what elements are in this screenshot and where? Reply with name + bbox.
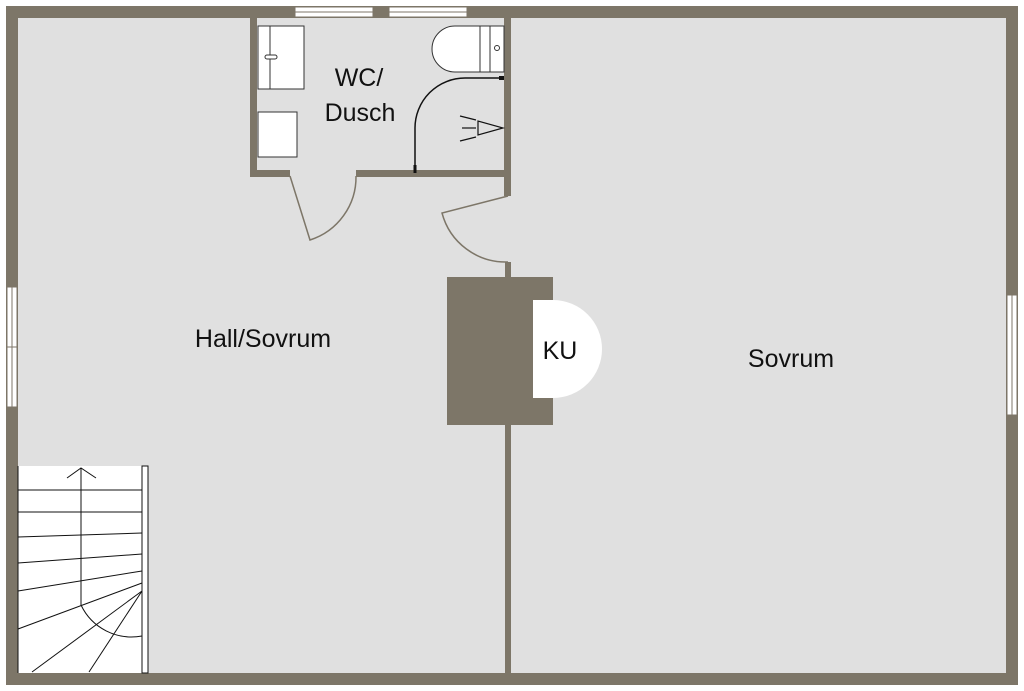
room-label-hall: Hall/Sovrum — [195, 325, 331, 353]
room-label-wc-line1: WC/ — [335, 64, 384, 92]
wc-fixtures — [257, 25, 505, 158]
washer — [257, 111, 298, 158]
shower-screen — [413, 76, 504, 173]
doors — [289, 175, 509, 263]
bedroom-door — [441, 195, 509, 263]
toilet — [431, 25, 505, 73]
room-label-ku: KU — [543, 337, 578, 365]
stair-direction-arrow — [80, 468, 143, 638]
room-label-bedroom: Sovrum — [748, 345, 834, 373]
wc-door — [289, 175, 357, 241]
windows — [6, 6, 1018, 416]
ku-hatch — [533, 300, 602, 398]
shower-head-icon — [459, 115, 506, 142]
staircase — [17, 465, 149, 674]
room-label-wc-line2: Dusch — [325, 99, 396, 127]
